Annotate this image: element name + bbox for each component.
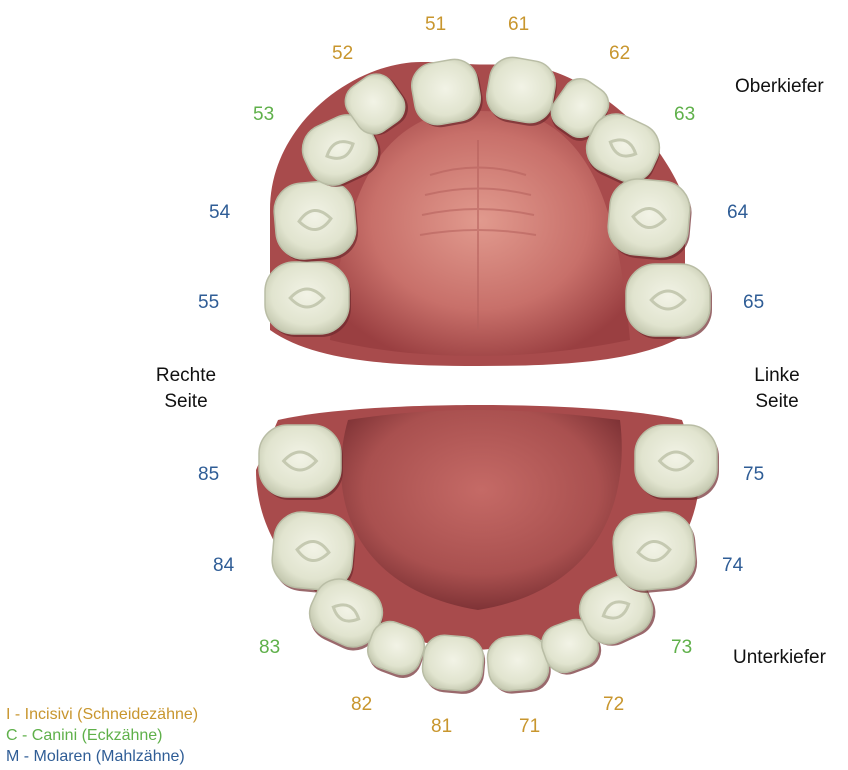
legend-molars: M - Molaren (Mahlzähne) (6, 746, 198, 767)
tooth-number-54: 54 (209, 202, 230, 224)
legend-canines: C - Canini (Eckzähne) (6, 725, 198, 746)
tooth-85 (259, 425, 343, 500)
tooth-number-61: 61 (508, 14, 529, 36)
tooth-number-55: 55 (198, 292, 219, 314)
tooth-number-84: 84 (213, 555, 234, 577)
upper-jaw-label: Oberkiefer (735, 74, 824, 100)
right-side-label: Rechte Seite (146, 363, 226, 415)
tooth-number-72: 72 (603, 694, 624, 716)
tooth-number-85: 85 (198, 464, 219, 486)
tooth-number-64: 64 (727, 202, 748, 224)
tooth-65 (626, 264, 712, 339)
tooth-number-63: 63 (674, 104, 695, 126)
tooth-number-82: 82 (351, 694, 372, 716)
tooth-number-83: 83 (259, 637, 280, 659)
left-side-line-1: Linke (742, 363, 812, 389)
left-side-label: Linke Seite (742, 363, 812, 415)
tooth-55 (265, 262, 351, 337)
tooth-74 (611, 509, 700, 595)
tooth-number-74: 74 (722, 555, 743, 577)
legend-incisors: I - Incisivi (Schneidezähne) (6, 704, 198, 725)
tooth-75 (635, 425, 719, 500)
tooth-number-51: 51 (425, 14, 446, 36)
tooth-number-71: 71 (519, 716, 540, 738)
tooth-number-52: 52 (332, 43, 353, 65)
tooth-number-65: 65 (743, 292, 764, 314)
tooth-number-73: 73 (671, 637, 692, 659)
tooth-number-62: 62 (609, 43, 630, 65)
tooth-number-75: 75 (743, 464, 764, 486)
tooth-54 (272, 178, 361, 264)
right-side-line-2: Seite (146, 389, 226, 415)
tooth-64 (606, 177, 695, 263)
right-side-line-1: Rechte (146, 363, 226, 389)
lower-jaw-label: Unterkiefer (733, 645, 826, 671)
tooth-number-53: 53 (253, 104, 274, 126)
legend: I - Incisivi (Schneidezähne) C - Canini … (6, 704, 198, 767)
tooth-81 (420, 633, 487, 695)
tooth-number-81: 81 (431, 716, 452, 738)
left-side-line-2: Seite (742, 389, 812, 415)
